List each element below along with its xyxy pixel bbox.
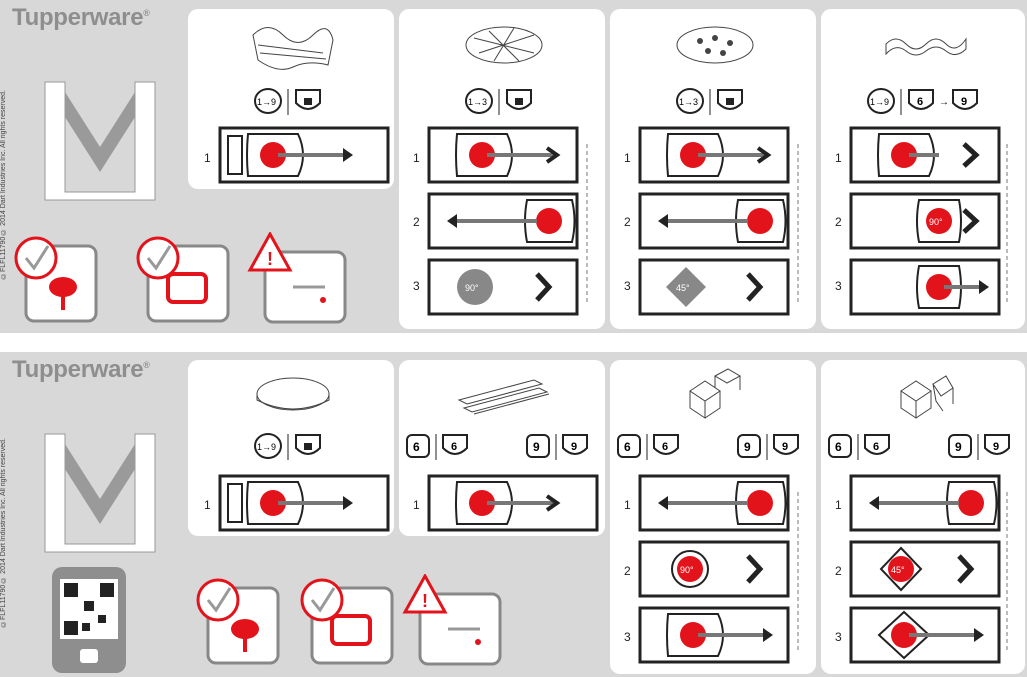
dice-size-badges: 6 6 9 9: [406, 434, 588, 460]
brand-logo: Tupperware®: [12, 356, 150, 383]
safety-hand-holder-icon: [8, 232, 108, 329]
thickness-badge-icon: 1→9 6 → 9: [867, 88, 978, 115]
step-number: 1: [624, 151, 631, 165]
panel-waffle: 1→3 1 2 3 90°: [399, 9, 605, 329]
svg-text:9: 9: [533, 440, 540, 454]
svg-text:!: !: [422, 591, 428, 611]
safety-pusher-icon: [292, 574, 402, 671]
svg-text:6: 6: [413, 440, 420, 454]
step-number: 1: [204, 151, 211, 165]
svg-text:6: 6: [917, 96, 923, 108]
svg-text:!: !: [267, 249, 273, 269]
svg-text:9: 9: [993, 441, 999, 453]
dice-size-badges: 6 6 9 9: [828, 434, 1010, 460]
panel-cubes-alt: 6 6 9 9 1 2 3 45°: [821, 360, 1025, 674]
thickness-badge-icon: 1→9: [254, 433, 321, 460]
svg-text:1→3: 1→3: [679, 97, 698, 107]
thickness-badge-icon: 1→9: [254, 88, 321, 115]
panel-sticks: 6 6 9 9 1: [399, 360, 605, 536]
svg-text:9: 9: [571, 441, 577, 453]
qr-code-phone-icon[interactable]: [50, 565, 130, 675]
warning-sharp-icon: !: [245, 230, 350, 329]
svg-text:6: 6: [662, 441, 668, 453]
step-number: 1: [413, 151, 420, 165]
step-number: 1: [835, 151, 842, 165]
svg-text:90°: 90°: [680, 565, 694, 575]
mandoline-blade-icon: [44, 81, 156, 201]
warning-sharp-icon: !: [400, 572, 505, 671]
step-number: 2: [624, 564, 631, 578]
top-instruction-strip: Tupperware® ©FLFL11790 © 2014 Dart Indus…: [0, 0, 1027, 333]
svg-text:1→3: 1→3: [468, 97, 487, 107]
step-number: 3: [413, 279, 420, 293]
svg-text:45°: 45°: [891, 565, 905, 575]
slide-tracks: 90°: [638, 474, 799, 664]
step-number: 1: [624, 498, 631, 512]
slide-track-1: [218, 474, 390, 532]
panel-crinkle-strip: 1→9 6 → 9 1 2 3 90°: [821, 9, 1025, 329]
slide-tracks: 45°: [849, 474, 1008, 664]
bottom-instruction-strip: Tupperware® ©FLFL11790 © 2014 Dart Indus…: [0, 352, 1027, 677]
panel-slice: 1→9 1: [188, 360, 394, 536]
step-number: 1: [204, 498, 211, 512]
sticks-icon: [457, 379, 550, 415]
copyright-text: ©FLFL11790 © 2014 Dart Industries Inc. A…: [0, 438, 7, 628]
panel-cubes: 6 6 9 9 1 2 3 90°: [610, 360, 816, 674]
step-number: 2: [413, 215, 420, 229]
slide-tracks: 90°: [849, 126, 1008, 316]
dice-size-badges: 6 6 9 9: [617, 434, 799, 460]
svg-text:6: 6: [624, 440, 631, 454]
waffle-slice-icon: [465, 26, 543, 64]
panel-wavy: 1→9 1: [188, 9, 394, 189]
wavy-slice-icon: [252, 27, 334, 70]
svg-text:→: →: [939, 97, 949, 108]
slide-tracks: 90°: [427, 126, 588, 316]
crinkle-strip-icon: [885, 37, 967, 56]
slide-track-1: [218, 126, 390, 184]
step-number: 2: [835, 564, 842, 578]
step-number: 1: [835, 498, 842, 512]
brand-logo: Tupperware®: [12, 4, 150, 31]
svg-text:9: 9: [744, 440, 751, 454]
cubes-alt-icon: [900, 375, 954, 419]
svg-text:45°: 45°: [676, 283, 690, 293]
svg-text:90°: 90°: [465, 283, 479, 293]
svg-text:9: 9: [955, 440, 962, 454]
svg-text:1→9: 1→9: [257, 97, 276, 107]
panel-waffle-alt: 1→3 1 2 3 45°: [610, 9, 816, 329]
step-number: 2: [624, 215, 631, 229]
cubes-icon: [689, 368, 742, 419]
step-number: 3: [624, 279, 631, 293]
safety-hand-holder-icon: [190, 574, 290, 671]
svg-text:6: 6: [873, 441, 879, 453]
svg-text:6: 6: [835, 440, 842, 454]
safety-pusher-icon: [128, 232, 238, 329]
slide-track-1: [427, 474, 599, 532]
round-slice-icon: [256, 377, 330, 411]
step-number: 2: [835, 215, 842, 229]
thickness-badge-icon: 1→3: [676, 88, 743, 115]
slide-tracks: 45°: [638, 126, 799, 316]
svg-text:9: 9: [961, 96, 967, 108]
step-number: 3: [835, 279, 842, 293]
mandoline-blade-icon: [44, 433, 156, 553]
svg-text:9: 9: [782, 441, 788, 453]
svg-text:6: 6: [451, 441, 457, 453]
waffle-alt-slice-icon: [676, 26, 754, 64]
svg-text:1→9: 1→9: [257, 442, 276, 452]
step-number: 3: [835, 630, 842, 644]
step-number: 1: [413, 498, 420, 512]
step-number: 3: [624, 630, 631, 644]
svg-text:1→9: 1→9: [870, 97, 889, 107]
thickness-badge-icon: 1→3: [465, 88, 532, 115]
svg-text:90°: 90°: [929, 217, 943, 227]
